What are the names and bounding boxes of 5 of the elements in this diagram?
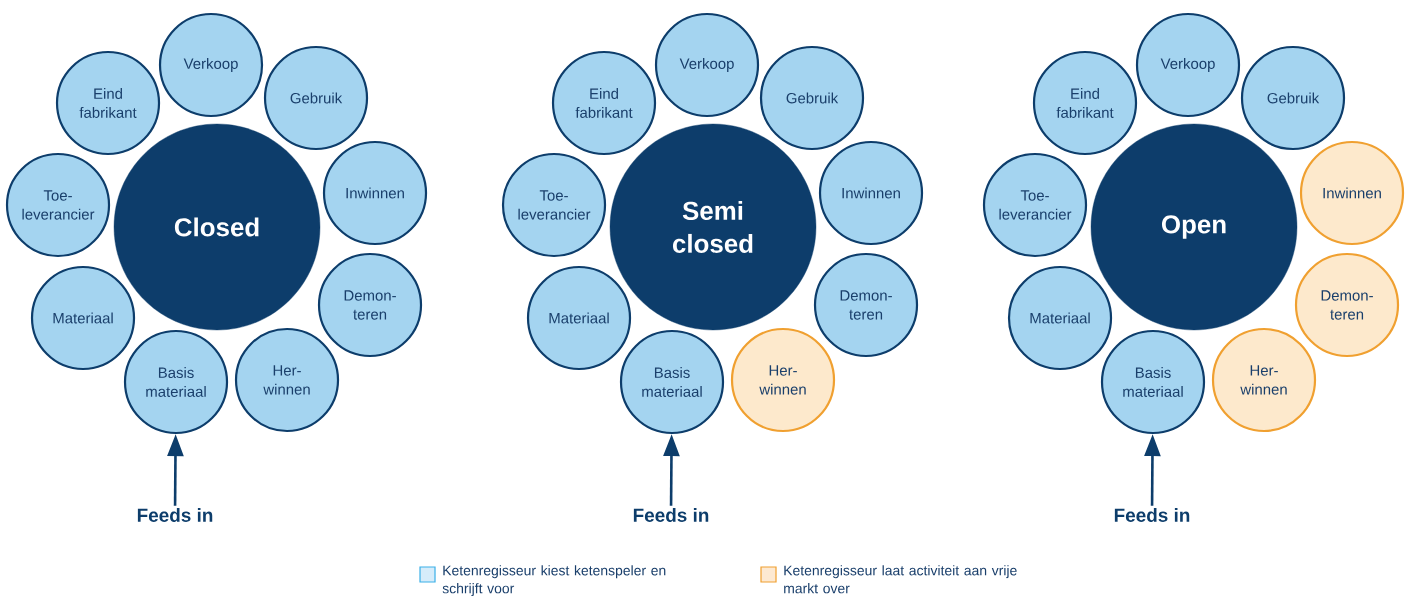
feeds-label: Feeds in [1114, 508, 1190, 522]
feeds-label: Feeds in [633, 508, 709, 522]
legend-text: Ketenregisseur kiest ketenspeler en schrijft voor [442, 565, 666, 597]
feeds-label: Feeds in [137, 508, 213, 522]
legend-text: Ketenregisseur laat activiteit aan vrije markt over [784, 565, 1017, 594]
